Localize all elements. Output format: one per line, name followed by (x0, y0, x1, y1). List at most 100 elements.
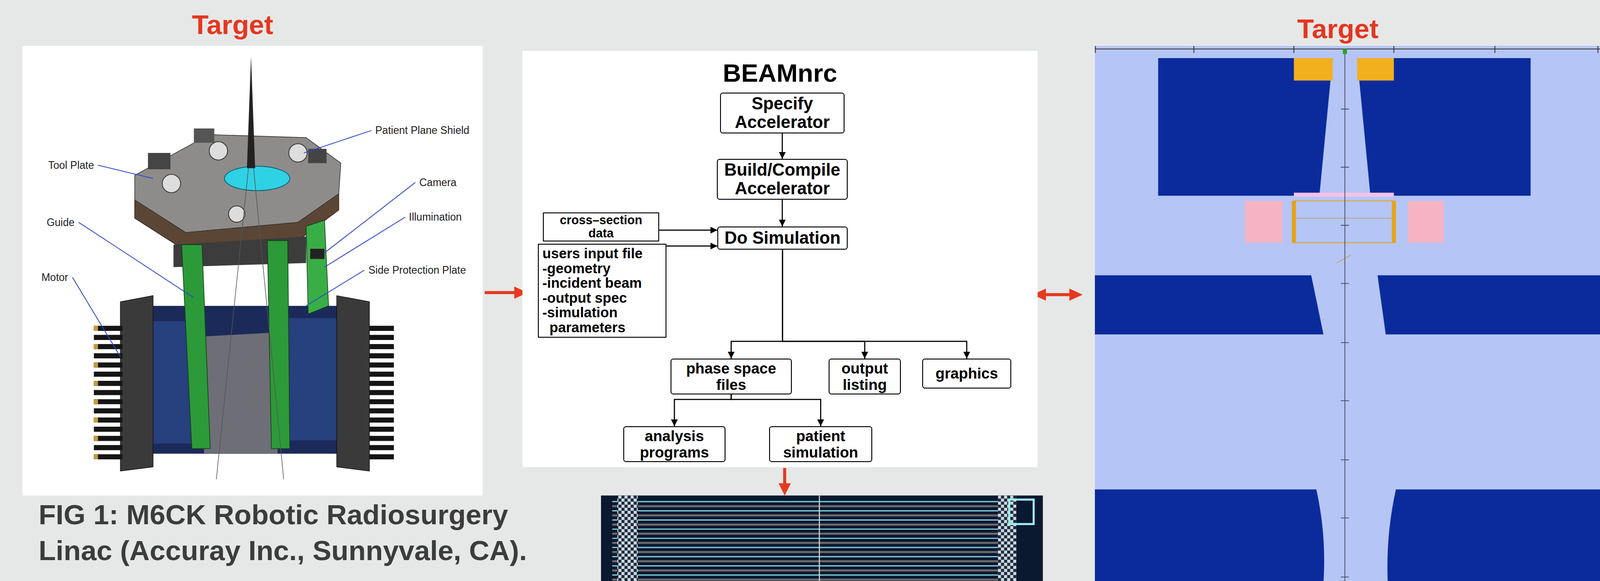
box-text: graphics (925, 365, 1008, 383)
mlc-marker (1008, 500, 1034, 525)
tertiary-collimator (1387, 489, 1600, 581)
plate-hole (228, 206, 245, 223)
red-arrowhead (778, 483, 791, 497)
beam-edge (216, 163, 249, 480)
flow-arrow (731, 249, 783, 359)
flow-arrow (782, 249, 968, 359)
list-item: -geometry (542, 261, 662, 277)
process-box: Build/Compile Accelerator (716, 159, 848, 200)
leader-line (72, 277, 121, 358)
box-text: phase space files (674, 360, 789, 393)
box-text: Do Simulation (720, 228, 845, 248)
beam-edge (253, 163, 284, 480)
side-frame (336, 295, 370, 472)
leader-lines (72, 130, 416, 358)
mlc-checker (617, 496, 638, 581)
box-text: output listing (832, 360, 898, 393)
plate-block (148, 153, 171, 170)
part-label: Camera (419, 176, 457, 189)
target-block (1356, 58, 1394, 81)
list-item: -incident beam (542, 276, 662, 292)
beam-spike (247, 56, 256, 169)
ruler (1094, 48, 1600, 50)
chamber-block (1408, 200, 1445, 243)
mlc-leaf-edges (612, 501, 1006, 576)
leader-line (324, 217, 405, 268)
chamber-wall (1291, 200, 1297, 243)
leader-line (303, 130, 372, 154)
leader-line (98, 165, 154, 179)
window-bar (1293, 193, 1394, 198)
collimator-body (124, 306, 366, 455)
flow-arrow (659, 229, 718, 232)
geometry-ground (1094, 45, 1600, 581)
flowchart-panel: BEAMnrcSpecify AcceleratorBuild/Compile … (522, 50, 1038, 468)
flow-arrow (674, 394, 732, 427)
box-text: cross–section data (546, 213, 656, 241)
motor-rods (94, 328, 123, 458)
rod-caps (94, 328, 99, 458)
tertiary-collimator (1094, 489, 1325, 581)
mlc-leaves (612, 506, 1006, 581)
camera-body (310, 248, 325, 259)
chamber-frame (1293, 200, 1394, 243)
scaled-art (22, 45, 1600, 581)
body-core (203, 332, 278, 454)
process-box: Do Simulation (717, 226, 848, 250)
flow-arrow (731, 394, 821, 427)
motor-rods (369, 328, 394, 458)
red-arrow-shaft (1043, 293, 1072, 297)
box-text: analysis programs (626, 428, 722, 461)
primary-collimator (1157, 58, 1333, 196)
red-arrowhead (1069, 288, 1083, 302)
side-frame (120, 295, 154, 472)
list-item: users input file (542, 246, 662, 262)
output-box: phase space files (670, 358, 792, 395)
part-label: Guide (46, 216, 75, 229)
mlc-checker (998, 496, 1017, 581)
output-box: output listing (828, 358, 901, 395)
figure-caption: FIG 1: M6CK Robotic Radiosurgery Linac (… (38, 496, 557, 569)
flow-arrow (666, 245, 718, 248)
source-mark (1342, 49, 1347, 55)
list-item: -output spec (542, 291, 662, 307)
tool-plate (134, 134, 341, 233)
part-label: Patient Plane Shield (375, 124, 470, 137)
process-box: Specify Accelerator (720, 92, 845, 134)
input-box: users input file-geometry-incident beam-… (537, 243, 667, 338)
primary-collimator (1356, 58, 1531, 196)
leader-line (78, 222, 194, 299)
box-text: Build/Compile Accelerator (720, 160, 845, 199)
plate-hole (162, 174, 181, 193)
beam-axis (1344, 50, 1346, 581)
target-block (1293, 58, 1333, 81)
image-panel (22, 45, 483, 497)
axis-ticks (1340, 109, 1349, 578)
part-label: Illumination (408, 211, 462, 224)
target-label: Target (1297, 13, 1379, 45)
target-label: Target (192, 9, 274, 41)
input-box: cross–section data (542, 212, 660, 242)
guide-column (181, 244, 211, 449)
flow-arrow (782, 249, 865, 359)
output-box: patient simulation (769, 426, 873, 463)
part-label: Tool Plate (48, 159, 95, 172)
box-text: Specify Accelerator (723, 94, 841, 132)
flow-arrow (781, 133, 784, 160)
red-arrow-shaft (783, 468, 787, 486)
secondary-collimator (1094, 275, 1324, 335)
leader-line (306, 270, 365, 307)
plate-block (193, 128, 215, 143)
mirror (1336, 255, 1351, 264)
box-text: patient simulation (772, 428, 869, 461)
chamber-layer (1296, 218, 1392, 219)
part-label: Motor (41, 271, 69, 284)
shield-window (224, 166, 290, 191)
output-box: graphics (922, 358, 1012, 389)
output-box: analysis programs (623, 426, 726, 463)
list-item: -simulation parameters (542, 305, 662, 336)
flow-arrow (781, 199, 784, 227)
red-arrow-shaft (484, 291, 517, 295)
chamber-wall (1391, 200, 1397, 243)
leader-line (324, 182, 416, 254)
